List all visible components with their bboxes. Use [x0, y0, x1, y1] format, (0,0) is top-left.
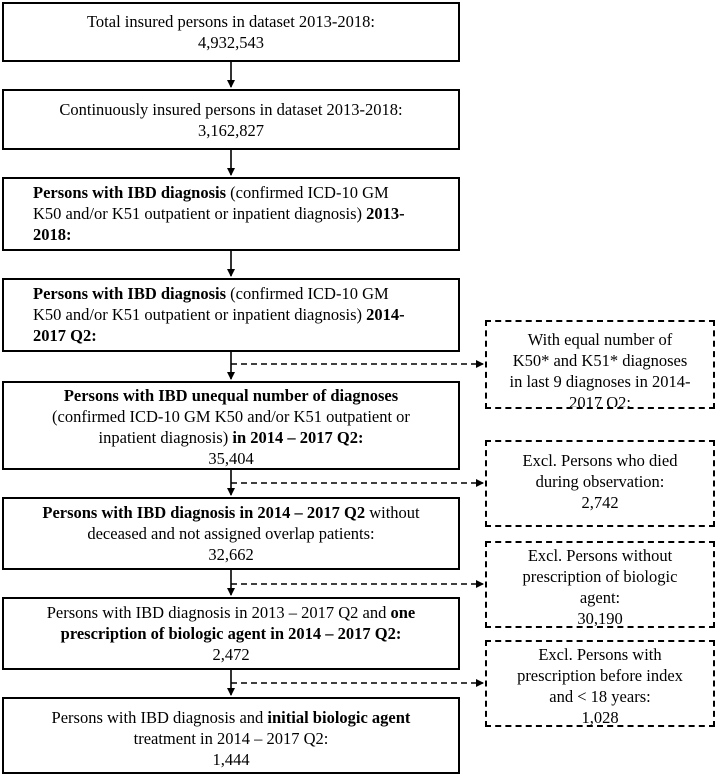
text: (confirmed ICD-10 GM K50 and/or K51 outp…	[52, 407, 410, 426]
text: (confirmed ICD-10 GM	[226, 183, 389, 202]
step-ibd-diagnosis-2014-2017: Persons with IBD diagnosis (confirmed IC…	[2, 278, 460, 352]
text: treatment in 2014 – 2017 Q2:	[133, 729, 329, 748]
text-line: prescription before index	[487, 665, 713, 686]
text: Persons with IBD diagnosis in 2013 – 201…	[46, 603, 391, 622]
text: With equal number of	[527, 330, 673, 349]
text-line: Excl. Persons with	[487, 644, 713, 665]
text: inpatient diagnosis)	[98, 428, 233, 447]
text-line: Persons with IBD diagnosis in 2014 – 201…	[4, 502, 458, 523]
text: 32,662	[208, 545, 254, 564]
text-line: Excl. Persons who died	[487, 450, 713, 471]
text: K50 and/or K51 outpatient or inpatient d…	[33, 305, 367, 324]
text-line: (confirmed ICD-10 GM K50 and/or K51 outp…	[4, 406, 458, 427]
text: agent:	[579, 588, 621, 607]
text-line: agent:	[487, 587, 713, 608]
text-line: With equal number of	[487, 329, 713, 350]
bold-text: Persons with IBD diagnosis	[33, 183, 226, 202]
step-ibd-unequal-diagnoses: Persons with IBD unequal number of diagn…	[2, 381, 460, 470]
text-line: 4,932,543	[4, 32, 458, 53]
text: 30,190	[577, 609, 623, 628]
text: 35,404	[208, 449, 254, 468]
text: prescription of biologic	[522, 567, 678, 586]
text: 2,472	[212, 645, 250, 664]
text-line: Continuously insured persons in dataset …	[4, 99, 458, 120]
text: deceased and not assigned overlap patien…	[87, 524, 375, 543]
text: 1,444	[212, 750, 250, 769]
text-line: Persons with IBD unequal number of diagn…	[4, 385, 458, 406]
text-line: Persons with IBD diagnosis (confirmed IC…	[33, 283, 458, 304]
text-line: in last 9 diagnoses in 2014-	[487, 371, 713, 392]
text-line: 3,162,827	[4, 120, 458, 141]
text: without	[365, 503, 420, 522]
text: Excl. Persons without	[527, 546, 673, 565]
text: 4,932,543	[198, 33, 264, 52]
text-line: treatment in 2014 – 2017 Q2:	[4, 728, 458, 749]
text: 2,742	[581, 493, 619, 512]
bold-text: Persons with IBD unequal number of diagn…	[63, 386, 399, 405]
text: during observation:	[535, 472, 665, 491]
text: Persons with IBD diagnosis and	[51, 708, 268, 727]
text: Excl. Persons with	[538, 645, 662, 664]
bold-text: Persons with IBD diagnosis	[33, 284, 226, 303]
text-line: and < 18 years:	[487, 686, 713, 707]
text-line: K50 and/or K51 outpatient or inpatient d…	[33, 203, 458, 224]
text: in last 9 diagnoses in 2014-	[509, 372, 691, 391]
bold-text: one	[390, 603, 416, 622]
text: and < 18 years:	[549, 687, 651, 706]
text-line: prescription of biologic agent in 2014 –…	[4, 623, 458, 644]
text-line: inpatient diagnosis) in 2014 – 2017 Q2:	[4, 427, 458, 448]
bold-text: initial biologic agent	[267, 708, 411, 727]
text-line: 35,404	[4, 448, 458, 468]
text-line: 1,028	[487, 707, 713, 727]
step-biologic-prescription: Persons with IBD diagnosis in 2013 – 201…	[2, 597, 460, 670]
text-line: prescription of biologic	[487, 566, 713, 587]
step-ibd-without-deceased: Persons with IBD diagnosis in 2014 – 201…	[2, 497, 460, 570]
bold-text: 2014-	[366, 305, 405, 324]
text: Continuously insured persons in dataset …	[59, 100, 403, 119]
text-line: during observation:	[487, 471, 713, 492]
text: K50 and/or K51 outpatient or inpatient d…	[33, 204, 367, 223]
text-line: 2,742	[487, 492, 713, 513]
step-continuously-insured: Continuously insured persons in dataset …	[2, 89, 460, 150]
text: K50* and K51* diagnoses	[512, 351, 688, 370]
bold-text: 2017 Q2:	[33, 326, 97, 345]
step-ibd-diagnosis-2013-2018: Persons with IBD diagnosis (confirmed IC…	[2, 177, 460, 251]
excl-prescription-before-index: Excl. Persons with prescription before in…	[485, 640, 715, 727]
bold-text: Persons with IBD diagnosis in 2014 – 201…	[42, 503, 366, 522]
text-line: 2018:	[33, 224, 458, 245]
text-line: Persons with IBD diagnosis and initial b…	[4, 707, 458, 728]
bold-text: 2018:	[33, 225, 72, 244]
text: 1,028	[581, 708, 619, 727]
text-line: 30,190	[487, 608, 713, 628]
text: Excl. Persons who died	[522, 451, 678, 470]
text-line: 2017 Q2:	[33, 325, 458, 346]
excl-equal-diagnoses: With equal number of K50* and K51* diagno…	[485, 320, 715, 409]
text: Total insured persons in dataset 2013-20…	[86, 12, 375, 31]
text: prescription before index	[517, 666, 683, 685]
text: 3,162,827	[198, 121, 264, 140]
text-line: 2017 Q2:	[487, 392, 713, 409]
text: 2017 Q2:	[569, 393, 631, 409]
text-line: 32,662	[4, 544, 458, 565]
bold-text: 2013-	[366, 204, 405, 223]
text-line: deceased and not assigned overlap patien…	[4, 523, 458, 544]
text-line: K50 and/or K51 outpatient or inpatient d…	[33, 304, 458, 325]
bold-text: prescription of biologic agent in 2014 –…	[60, 624, 402, 643]
text-line: K50* and K51* diagnoses	[487, 350, 713, 371]
excl-no-biologic-prescription: Excl. Persons without prescription of bio…	[485, 541, 715, 628]
text-line: 2,472	[4, 644, 458, 665]
text-line: Excl. Persons without	[487, 545, 713, 566]
step-initial-biologic-treatment: Persons with IBD diagnosis and initial b…	[2, 697, 460, 774]
text-line: 1,444	[4, 749, 458, 770]
text: (confirmed ICD-10 GM	[226, 284, 389, 303]
text-line: Persons with IBD diagnosis (confirmed IC…	[33, 182, 458, 203]
text-line: Total insured persons in dataset 2013-20…	[4, 11, 458, 32]
excl-died: Excl. Persons who died during observation…	[485, 440, 715, 527]
step-total-insured: Total insured persons in dataset 2013-20…	[2, 2, 460, 62]
bold-text: in 2014 – 2017 Q2:	[232, 428, 364, 447]
text-line: Persons with IBD diagnosis in 2013 – 201…	[4, 602, 458, 623]
